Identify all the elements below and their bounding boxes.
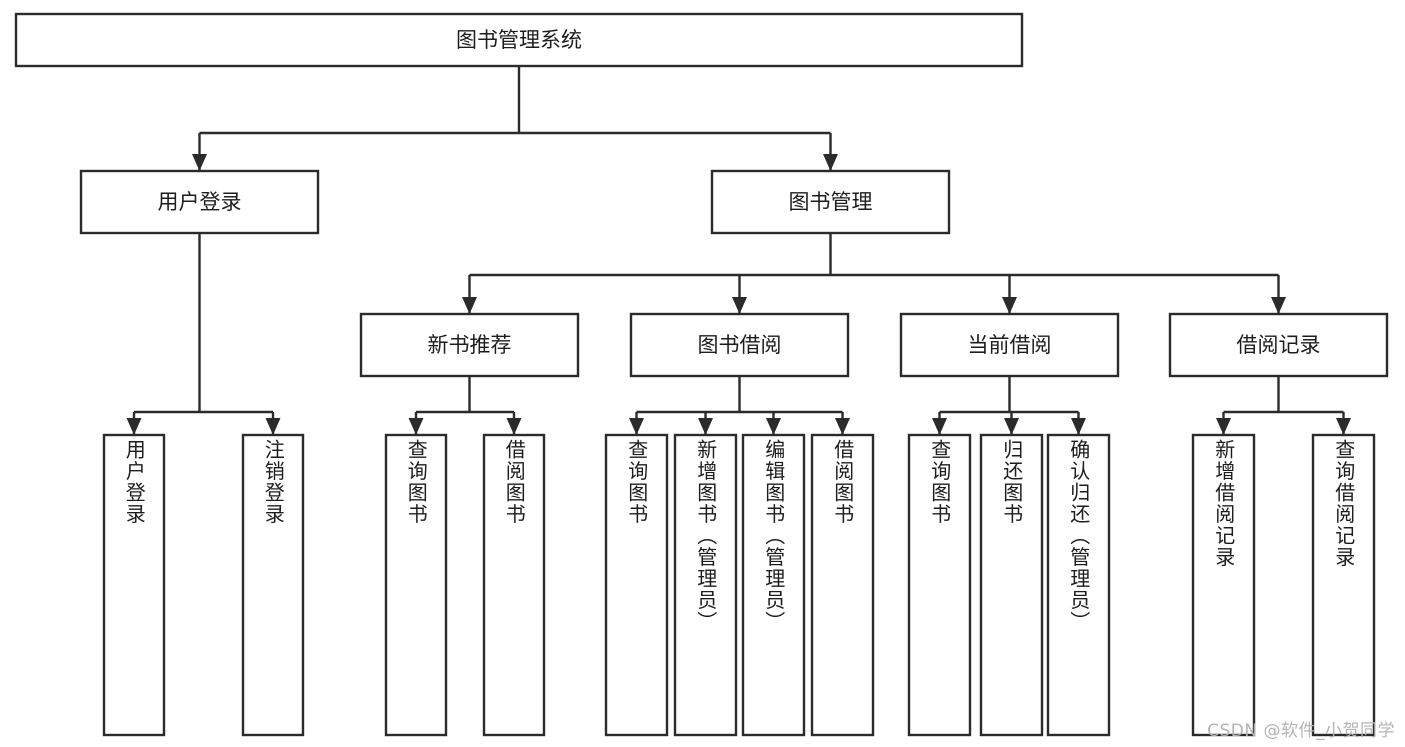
node-box-new-book-rec[interactable] (359, 312, 580, 378)
node-box-leaf-borrow-book[interactable] (810, 433, 875, 737)
connector-lines (126, 66, 1351, 435)
watermark-text: CSDN @软件_小贺同学 (1207, 721, 1395, 741)
node-label-book-borrow: 图书借阅 (698, 333, 782, 357)
node-box-user-login[interactable] (79, 169, 320, 235)
node-box-leaf-edit-book-admin[interactable] (741, 433, 806, 737)
arrow-head-icon (932, 418, 947, 435)
arrow-head-icon (766, 418, 781, 435)
node-box-leaf-query-book-rec[interactable] (384, 433, 448, 737)
node-label-root: 图书管理系统 (456, 28, 582, 52)
arrow-head-icon (823, 154, 838, 171)
node-box-leaf-user-login[interactable] (102, 433, 166, 737)
arrow-head-icon (732, 297, 747, 314)
arrow-head-icon (1002, 297, 1017, 314)
arrow-head-icon (408, 418, 424, 435)
node-label-borrow-record: 借阅记录 (1237, 333, 1321, 357)
arrow-head-icon (1004, 418, 1019, 435)
arrow-head-icon (265, 418, 281, 435)
node-label-new-book-rec: 新书推荐 (428, 333, 512, 357)
arrow-head-icon (835, 418, 850, 435)
node-box-leaf-return-book[interactable] (979, 433, 1044, 737)
arrow-head-icon (126, 418, 142, 435)
arrow-head-icon (698, 418, 713, 435)
node-label-user-login: 用户登录 (158, 190, 242, 214)
arrow-head-icon (1216, 418, 1231, 435)
node-box-leaf-add-book-admin[interactable] (673, 433, 738, 737)
node-label-book-manage: 图书管理 (789, 190, 873, 214)
node-box-leaf-query-borrow-record[interactable] (1311, 433, 1376, 737)
arrow-head-icon (1071, 418, 1086, 435)
node-box-leaf-user-logout[interactable] (241, 433, 305, 737)
node-box-root[interactable] (14, 12, 1024, 68)
arrow-head-icon (1336, 418, 1351, 435)
node-box-book-borrow[interactable] (629, 312, 850, 378)
node-box-leaf-add-borrow-record[interactable] (1191, 433, 1256, 737)
arrow-head-icon (1271, 297, 1286, 314)
arrow-head-icon (506, 418, 522, 435)
arrow-head-icon (192, 154, 207, 171)
node-box-book-manage[interactable] (710, 169, 951, 235)
node-box-leaf-borrow-book-rec[interactable] (482, 433, 546, 737)
arrow-head-icon (462, 297, 477, 314)
node-box-leaf-confirm-return-admin[interactable] (1046, 433, 1111, 737)
node-box-current-borrow[interactable] (899, 312, 1120, 378)
node-label-current-borrow: 当前借阅 (968, 333, 1052, 357)
node-box-borrow-record[interactable] (1168, 312, 1389, 378)
node-box-leaf-query-book-borrow[interactable] (604, 433, 669, 737)
node-boxes (14, 12, 1389, 737)
node-box-leaf-query-book-current[interactable] (907, 433, 972, 737)
arrow-head-icon (629, 418, 644, 435)
